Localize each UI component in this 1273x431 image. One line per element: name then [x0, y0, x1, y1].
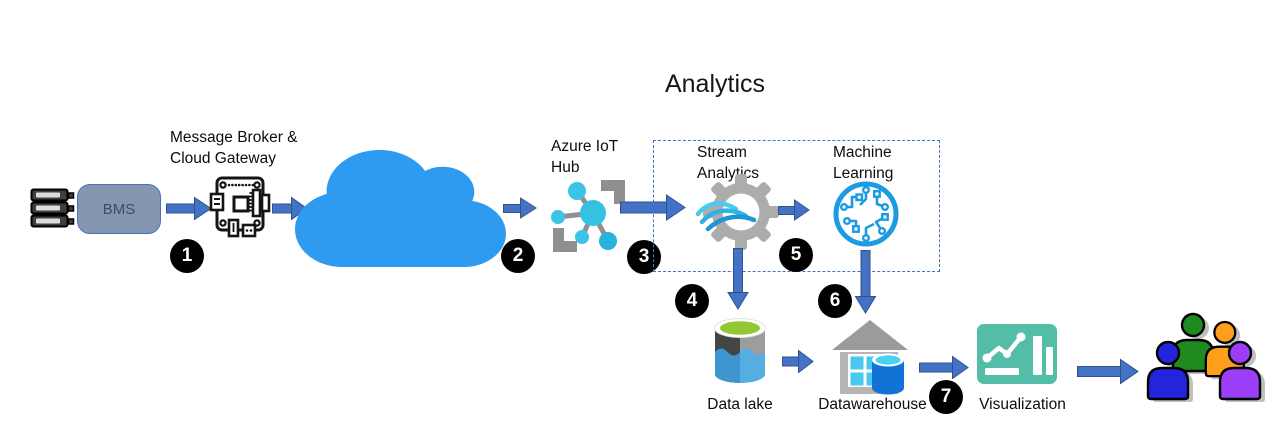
- dashboard-chart-icon: [977, 324, 1057, 386]
- machine-learning-label: Machine Learning: [833, 142, 893, 184]
- circuit-board-icon: [209, 168, 271, 242]
- iot-hub-label-line2: Hub: [551, 159, 580, 176]
- iot-hub-icon: [545, 172, 633, 260]
- step-badge-2: 2: [501, 239, 535, 273]
- flow-arrow-7: [919, 355, 969, 379]
- gateway-label-line1: Message Broker &: [170, 129, 298, 146]
- step-badge-6: 6: [818, 284, 852, 318]
- data-lake-label: Data lake: [707, 396, 773, 413]
- step-badge-3: 3: [627, 240, 661, 274]
- bms-node: BMS: [77, 184, 161, 234]
- step-badge-1: 1: [170, 239, 204, 273]
- step-badge-7: 7: [929, 380, 963, 414]
- flow-arrow-down-stream: [727, 248, 749, 310]
- stream-analytics-label-line1: Stream: [697, 144, 747, 161]
- step-badge-4: 4: [675, 284, 709, 318]
- cloud-icon: [295, 150, 506, 267]
- flow-arrow-down-ml: [854, 250, 877, 314]
- machine-learning-label-line1: Machine: [833, 144, 892, 161]
- flow-arrow-3: [503, 197, 537, 219]
- server-stack-icon: [30, 188, 76, 228]
- data-lake-icon: [712, 316, 768, 388]
- flow-arrow-8: [1077, 358, 1139, 385]
- flow-arrow-6: [782, 349, 814, 373]
- flow-arrow-5: [778, 199, 810, 221]
- gateway-label-line2: Cloud Gateway: [170, 150, 276, 167]
- flow-arrow-1: [166, 196, 212, 220]
- gateway-label: Message Broker & Cloud Gateway: [170, 127, 298, 169]
- machine-learning-icon: [832, 180, 900, 248]
- warehouse-database-icon: [828, 318, 912, 398]
- stream-analytics-gear-icon: [695, 172, 779, 252]
- user-group-icon: [1142, 312, 1268, 408]
- diagram-title: Analytics: [664, 70, 766, 98]
- bms-label: BMS: [102, 200, 136, 218]
- machine-learning-label-line2: Learning: [833, 165, 894, 182]
- iot-hub-label: Azure IoT Hub: [551, 136, 618, 178]
- datawarehouse-label: Datawarehouse: [818, 396, 927, 413]
- visualization-label: Visualization: [979, 396, 1066, 413]
- iot-hub-label-line1: Azure IoT: [551, 138, 619, 155]
- step-badge-5: 5: [779, 238, 813, 272]
- flow-arrow-4: [620, 194, 686, 221]
